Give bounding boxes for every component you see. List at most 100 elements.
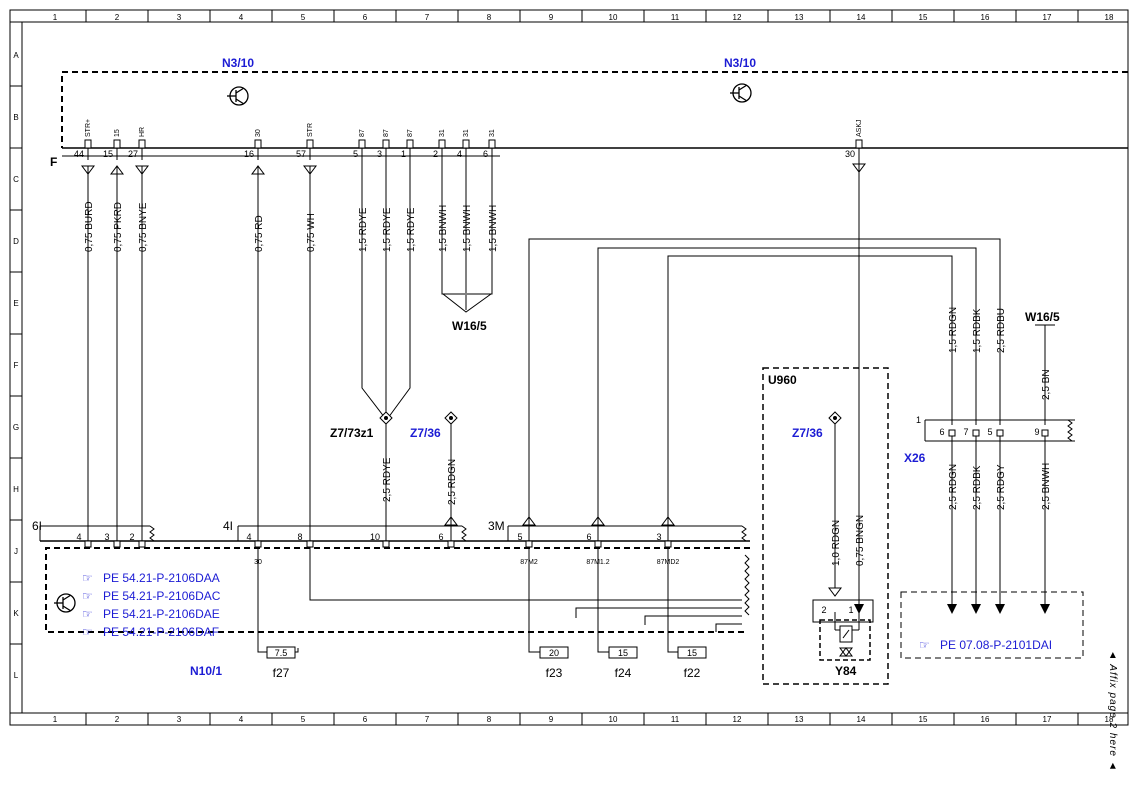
connector-6i-label: 6I	[32, 519, 42, 533]
feed-lines	[528, 238, 1055, 612]
wire-label: 2,5 RDGY	[996, 464, 1007, 510]
grid-col-label: 1	[53, 715, 58, 724]
pin-label: 2	[129, 532, 134, 542]
grid-col-label: 8	[487, 715, 492, 724]
pin-label: 4	[76, 532, 81, 542]
pin	[254, 540, 262, 548]
grid-row-label: J	[14, 547, 18, 556]
wire-label: 1,5 RDYE	[358, 207, 369, 252]
wire-label: 2,5 RDBU	[996, 308, 1007, 353]
reference-text[interactable]: PE 54.21-P-2106DAA	[103, 571, 220, 585]
grid-col-label: 14	[857, 715, 866, 724]
grid-col-label: 5	[301, 715, 306, 724]
pin-label: 5	[517, 532, 522, 542]
pin-label: 87M2	[520, 559, 538, 566]
pin: 875	[353, 129, 366, 160]
reference-link[interactable]: ☞PE 54.21-P-2106DAE	[82, 607, 220, 621]
fuse-value: 7.5	[275, 648, 288, 658]
reference-text[interactable]: PE 07.08-P-2101DAI	[940, 638, 1052, 652]
pin-label: 87MD2	[657, 559, 680, 566]
pin-number: 44	[74, 149, 84, 159]
grid-col-label: 3	[177, 13, 182, 22]
grid-row-label: G	[13, 423, 19, 432]
connector-4i-label: 4I	[223, 519, 233, 533]
hand-pointer-icon: ☞	[919, 638, 930, 652]
reference-text[interactable]: PE 54.21-P-2106DAF	[103, 625, 219, 639]
grid-col-label: 12	[733, 715, 742, 724]
fuse-value: 15	[687, 648, 697, 658]
z7-36-label[interactable]: Z7/36	[410, 426, 441, 440]
connector-3m-label: 3M	[488, 519, 505, 533]
w16-5-right-label: W16/5	[1025, 310, 1060, 324]
z7-36-right-label[interactable]: Z7/36	[792, 426, 823, 440]
grid-col-label: 13	[795, 13, 804, 22]
reference-text[interactable]: PE 54.21-P-2106DAE	[103, 607, 220, 621]
arrowheads	[854, 604, 1050, 614]
n10-1-module	[45, 547, 750, 633]
grid-row-label: K	[13, 609, 19, 618]
n3-10-label-left[interactable]: N3/10	[222, 56, 254, 70]
grid-col-label: 15	[919, 715, 928, 724]
w16-5-label: W16/5	[452, 319, 487, 333]
direction-markers	[81, 163, 866, 597]
wire-label: 2,5 BN	[1041, 369, 1052, 400]
fuse-name: f24	[615, 666, 632, 680]
pin-code: STR+	[85, 119, 92, 137]
pin-code: 31	[439, 129, 446, 137]
grid-col-label: 3	[177, 715, 182, 724]
pin-label: 3	[656, 532, 661, 542]
n10-1-connectors	[39, 525, 750, 542]
pin: 871	[401, 129, 414, 160]
reference-link[interactable]: ☞ PE 54.21-P-2106DAF	[82, 625, 219, 639]
pin-code: STR	[307, 123, 314, 137]
pin-label: 3	[104, 532, 109, 542]
pin	[972, 429, 980, 437]
frame	[9, 9, 1129, 726]
pin	[382, 540, 390, 548]
n3-10-label-right[interactable]: N3/10	[724, 56, 756, 70]
pin	[996, 429, 1004, 437]
pin	[84, 540, 92, 548]
u960-box	[762, 367, 889, 685]
pin-code: 87	[407, 129, 414, 137]
pin: 873	[377, 129, 390, 160]
wire-label: 0,75 PKRD	[113, 202, 124, 252]
pin-label: 6	[939, 427, 944, 437]
wire-label: 1,5 BNWH	[488, 205, 499, 252]
pin-number: 15	[103, 149, 113, 159]
n3-10-pins: STR+441515HR273016STR5787587387131231431…	[74, 119, 863, 160]
reference-link[interactable]: ☞ PE 54.21-P-2106DAA	[82, 571, 220, 585]
pin: STR+ 44	[74, 119, 92, 160]
n10-1-label[interactable]: N10/1	[190, 664, 222, 678]
fuse-name: f23	[546, 666, 563, 680]
reference-link[interactable]: ☞PE 54.21-P-2106DAC	[82, 589, 221, 603]
fuse-value: 20	[549, 648, 559, 658]
pin	[664, 540, 672, 548]
grid-col-label: 14	[857, 13, 866, 22]
pin-label: 6	[586, 532, 591, 542]
wire-label: 1,5 RDYE	[382, 207, 393, 252]
pin-label: 4	[246, 532, 251, 542]
pin-label: 30	[254, 559, 262, 566]
reference-link[interactable]: ☞ PE 07.08-P-2101DAI	[919, 638, 1052, 652]
pin-code: 87	[383, 129, 390, 137]
pin-label: 8	[297, 532, 302, 542]
pin	[138, 540, 146, 548]
wire-label: 0,75 WH	[306, 213, 317, 252]
splice-icon	[379, 411, 842, 425]
grid-col-label: 10	[609, 13, 618, 22]
fuse-value: 15	[618, 648, 628, 658]
hand-pointer-icon: ☞	[82, 625, 93, 639]
pin-code: 87	[359, 129, 366, 137]
y84-label: Y84	[835, 664, 857, 678]
pin-code: HR	[139, 127, 146, 137]
x26-label[interactable]: X26	[904, 451, 926, 465]
grid-col-label: 9	[549, 13, 554, 22]
hand-pointer-icon: ☞	[82, 571, 93, 585]
pin-number: 30	[845, 149, 855, 159]
pin-label: 10	[370, 532, 380, 542]
reference-text[interactable]: PE 54.21-P-2106DAC	[103, 589, 221, 603]
